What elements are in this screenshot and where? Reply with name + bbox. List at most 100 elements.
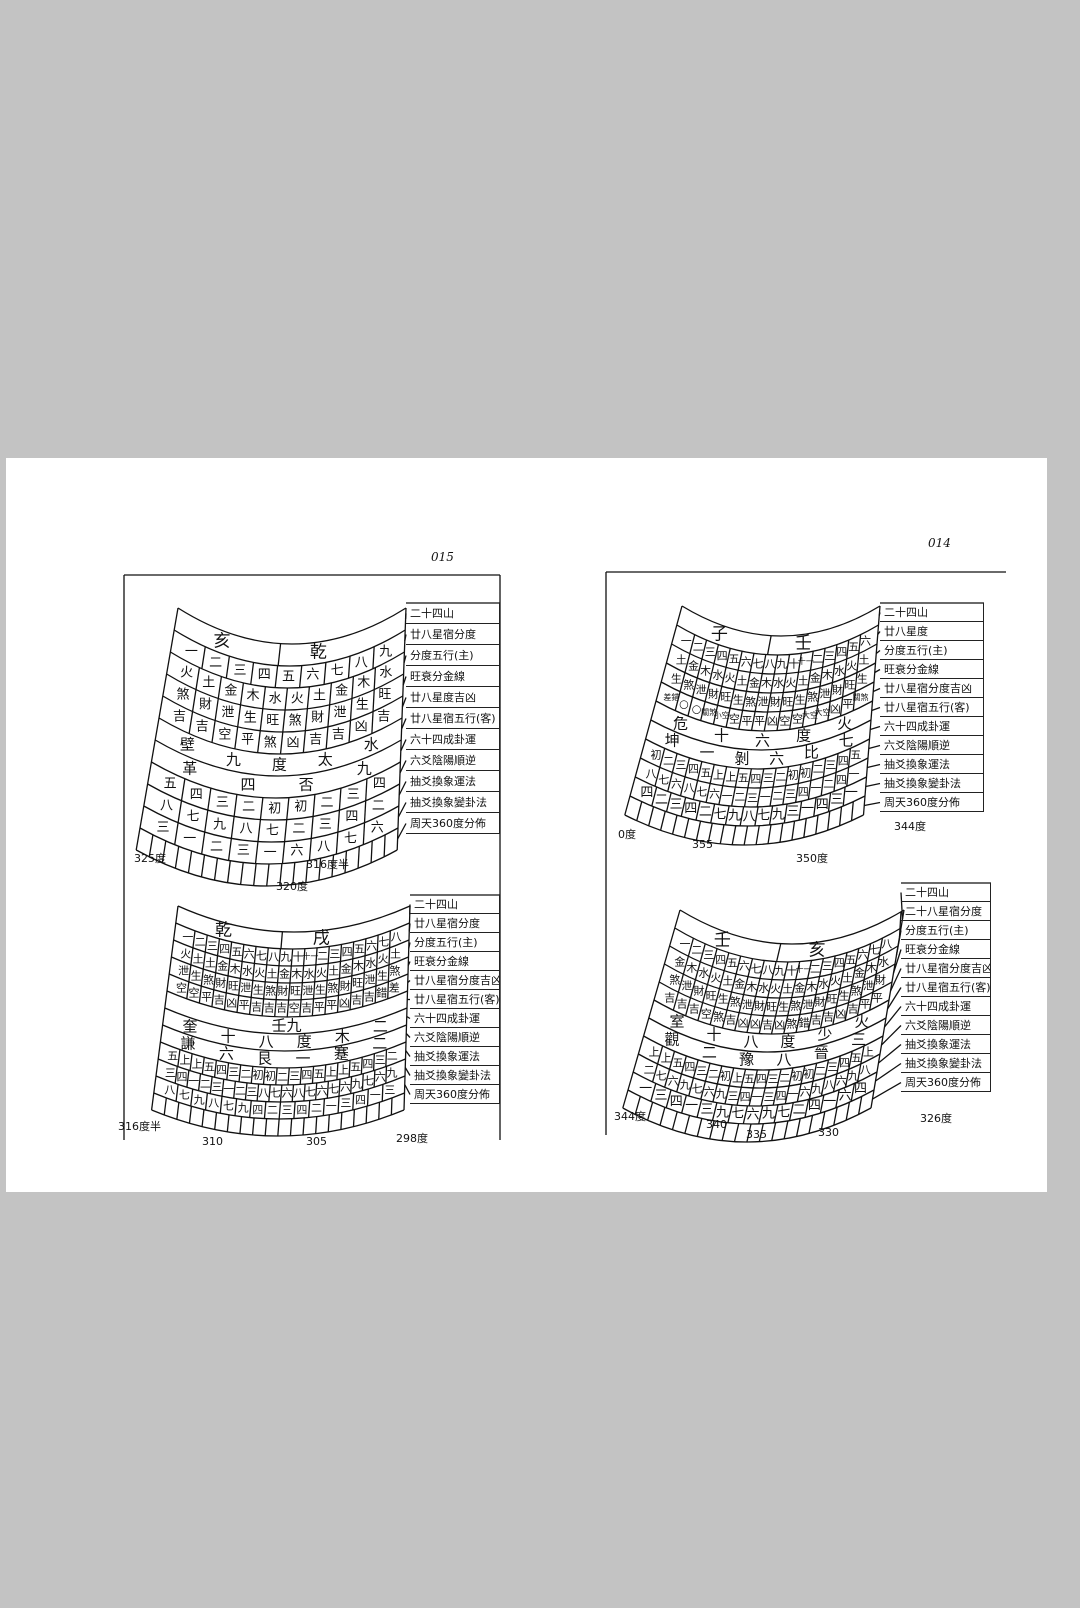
leader-line (402, 676, 407, 686)
cell-divider (723, 952, 730, 971)
cell-divider (202, 952, 206, 970)
ring-cell-text: 八 (390, 930, 402, 944)
ring-cell-text: 一 (183, 831, 197, 847)
ring-cell-text: 七 (344, 831, 358, 847)
cell-divider (263, 1101, 267, 1119)
ring-cell-text: 四 (362, 1057, 374, 1071)
leader-line (399, 760, 407, 774)
leader-line (875, 1062, 902, 1082)
degree-tick (746, 1123, 752, 1143)
cell-divider (856, 1063, 862, 1083)
ring-cell-text: 五 (203, 1060, 215, 1074)
cell-divider (684, 653, 691, 673)
cell-divider (731, 787, 736, 807)
ring-cell-text: 吉 (172, 709, 186, 725)
ring-cell-text: 土 (782, 982, 794, 996)
ring-cell-text: 七 (330, 663, 344, 679)
ring-cell-text: 旺 (844, 678, 856, 692)
cell-divider (689, 979, 697, 998)
cell-divider (846, 640, 850, 660)
degree-tick (758, 1123, 764, 1142)
ring-cell-text: 三 (824, 649, 836, 663)
legend-label: 旺衰分金線 (880, 660, 984, 679)
mountain-label: 壬 (794, 633, 812, 654)
ring-cell-text: 水 (698, 966, 710, 980)
ring-cell-text: 四 (219, 942, 231, 956)
ring-cell-text: 少 (817, 1025, 833, 1044)
cell-divider (364, 938, 367, 956)
cell-divider (684, 997, 692, 1016)
ring-cell-text: 七 (777, 1105, 791, 1121)
ring-cell-text: 二 (209, 655, 223, 671)
ring-cell-text: 金 (748, 676, 760, 690)
cell-divider (700, 1081, 707, 1100)
cell-divider (338, 1079, 341, 1097)
cell-divider (233, 794, 238, 817)
cell-divider (692, 1059, 699, 1079)
ring-cell-text: 煞 (713, 1010, 725, 1024)
cell-divider (750, 996, 757, 1015)
ring-cell-text: 六 (218, 1044, 234, 1063)
degree-tick (292, 862, 296, 885)
cell-divider (326, 963, 329, 981)
ring-cell-text: 八 (742, 809, 756, 824)
ring-cell-text: 土 (722, 974, 734, 988)
ring-cell-text: 八 (293, 1086, 305, 1100)
ring-cell-text: 二 (317, 949, 329, 963)
cell-divider (791, 691, 797, 711)
cell-divider (680, 797, 687, 817)
cell-divider (748, 1087, 754, 1107)
ring-cell-text: 初 (791, 1069, 803, 1083)
degree-tick (200, 854, 206, 878)
cell-divider (742, 976, 749, 995)
ring-cell-text: 平 (842, 697, 854, 711)
ring-cell-text: 土 (312, 688, 326, 704)
legend-label: 廿八星宿五行(客) (880, 698, 984, 717)
ring-cell-text: 土 (266, 967, 278, 981)
ring-cell-text: 坤 (664, 731, 680, 750)
ring-cell-text: 火 (377, 952, 389, 966)
degree-tick (634, 1096, 641, 1115)
chart-right-edge (403, 905, 411, 1111)
cell-divider (788, 1067, 794, 1087)
cell-divider (290, 948, 294, 967)
degree-label: 326度 (920, 1112, 952, 1125)
ring-cell-text: 凶 (226, 996, 238, 1010)
cell-divider (275, 1067, 278, 1085)
ring-cell-text: 一 (680, 634, 692, 648)
cell-divider (730, 973, 737, 993)
ring-cell-text: 火 (180, 665, 194, 681)
degree-tick (383, 834, 386, 857)
ring-cell-text: 四 (176, 1070, 188, 1084)
ring-cell-text: 奎 (182, 1017, 198, 1036)
ring-cell-text: 四 (355, 1093, 367, 1107)
cell-divider (225, 656, 231, 679)
cell-divider (336, 995, 340, 1013)
ring-cell-text: 平 (871, 991, 883, 1005)
cell-divider (659, 748, 666, 768)
ring-cell-text: 吉 (688, 1002, 700, 1016)
cell-divider (204, 935, 208, 953)
degree-tick (636, 801, 643, 821)
cell-divider (312, 981, 316, 999)
cell-divider (783, 1015, 789, 1034)
mountain-label: 乾 (214, 920, 232, 941)
cell-divider (841, 678, 846, 698)
cell-divider (385, 1066, 388, 1084)
cell-divider (284, 687, 289, 711)
ring-cell-text: 上 (731, 1071, 743, 1085)
ring-cell-text: 財 (198, 697, 212, 713)
ring-cell-text: 二 (734, 790, 746, 804)
ring-cell-text: 二 (210, 839, 224, 855)
ring-cell-text: 三 (747, 791, 759, 804)
cell-divider (668, 1051, 676, 1070)
ring-cell-text: 木 (806, 980, 818, 994)
cell-divider (249, 1100, 252, 1118)
ring-arc (681, 605, 881, 637)
cell-divider (651, 786, 658, 807)
cell-divider (256, 1084, 260, 1102)
cell-divider (696, 658, 703, 679)
leader-line (883, 1006, 902, 1028)
ring-cell-text: 生 (838, 989, 850, 1003)
cell-divider (773, 654, 779, 675)
